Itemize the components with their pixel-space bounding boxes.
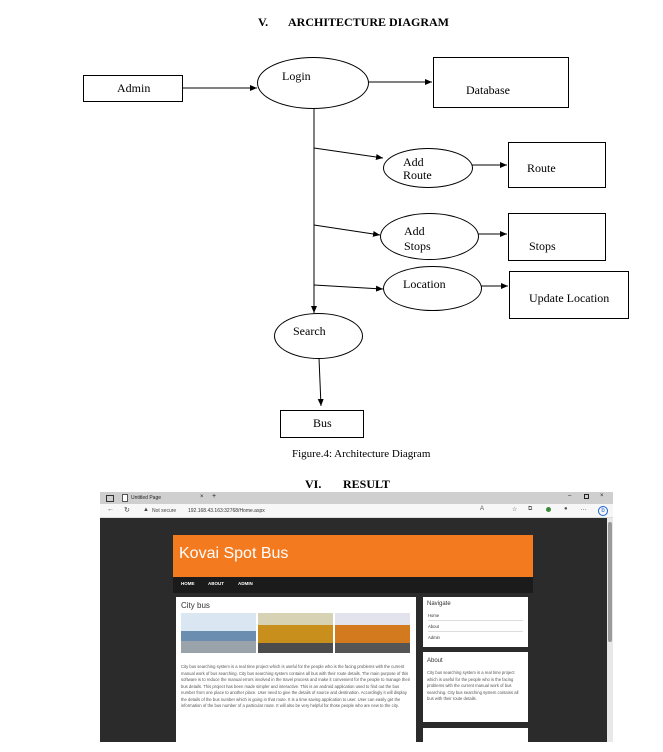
search-oval: Search [274, 313, 363, 359]
add-route-label-1: Add [403, 155, 424, 169]
refresh-icon[interactable]: ↻ [124, 507, 130, 514]
minimize-icon[interactable]: – [568, 493, 572, 499]
close-window-icon[interactable]: × [600, 493, 604, 499]
back-icon[interactable]: ← [107, 506, 114, 513]
about-heading: About [427, 658, 443, 664]
section-six-number: VI. [305, 477, 322, 491]
update-location-box: Update Location [509, 271, 629, 319]
route-box: Route [508, 142, 606, 188]
stops-box: Stops [508, 213, 606, 261]
section-six-title: RESULT [343, 477, 390, 491]
location-oval: Location [383, 266, 482, 311]
update-location-label: Update Location [529, 291, 610, 305]
read-aloud-icon[interactable]: A [480, 506, 485, 512]
page-icon [122, 494, 128, 502]
browser-tab-bar: Untitled Page × + – × [100, 492, 613, 504]
bing-icon[interactable]: b [598, 506, 608, 516]
main-heading: City bus [181, 601, 210, 610]
nav-home[interactable]: HOME [181, 581, 195, 586]
address-bar: ← ↻ ▲ Not secure 192.168.43.163:32768/Ho… [100, 504, 613, 518]
arrow-to-location [313, 284, 384, 292]
admin-label: Admin [117, 81, 151, 95]
nav-about[interactable]: ABOUT [208, 581, 224, 586]
navigate-link-admin[interactable]: Admin [428, 635, 440, 640]
site-title: Kovai Spot Bus [179, 545, 289, 562]
main-content: City bus City bus searching system is a … [176, 597, 416, 742]
add-route-oval: Add Route [383, 148, 473, 188]
navigate-panel: Navigate Home About Admin [423, 597, 528, 647]
bus-photo-3 [335, 613, 410, 653]
main-description: City bus searching system is a real time… [181, 664, 411, 708]
add-stops-label-2: Stops [404, 239, 431, 253]
add-stops-oval: Add Stops [380, 213, 479, 260]
arrow-search-bus [317, 357, 324, 407]
collections-icon[interactable]: ⧉ [528, 506, 533, 512]
arrow-to-add-stops [313, 224, 381, 237]
site-header: Kovai Spot Bus [173, 535, 533, 577]
admin-box: Admin [83, 75, 183, 102]
new-tab-icon[interactable]: + [212, 493, 217, 500]
section-five-number: V. [258, 15, 269, 29]
navigate-link-about[interactable]: About [428, 624, 523, 632]
login-label: Login [282, 69, 311, 83]
more-menu-icon[interactable]: … [580, 505, 587, 512]
location-label: Location [403, 277, 446, 291]
arrow-to-add-route [313, 147, 384, 160]
navigate-link-home[interactable]: Home [428, 613, 523, 621]
stops-label: Stops [529, 239, 556, 253]
figure-caption: Figure.4: Architecture Diagram [292, 448, 431, 460]
route-label: Route [527, 161, 556, 175]
profile-icon[interactable]: ● [564, 506, 568, 512]
login-oval: Login [257, 57, 369, 109]
site-nav: HOME ABOUT ADMIN [173, 577, 533, 593]
maximize-icon[interactable] [584, 494, 589, 499]
bus-photo-2 [258, 613, 333, 653]
add-route-label-2: Route [403, 168, 432, 182]
browser-tab-title[interactable]: Untitled Page [131, 495, 162, 501]
add-stops-label-1: Add [404, 224, 425, 238]
nav-admin[interactable]: ADMIN [238, 581, 253, 586]
close-tab-icon[interactable]: × [200, 494, 204, 500]
tab-actions-icon[interactable] [106, 495, 114, 502]
navigate-heading: Navigate [427, 601, 451, 607]
url-field[interactable]: 192.168.43.163:32768/Home.aspx [188, 508, 265, 514]
warning-icon: ▲ [143, 507, 149, 513]
bus-box: Bus [280, 410, 364, 438]
section-five-title: ARCHITECTURE DIAGRAM [288, 15, 450, 29]
bus-photo-1 [181, 613, 256, 653]
result-screenshot: Untitled Page × + – × ← ↻ ▲ Not secure 1… [100, 492, 613, 742]
bus-label: Bus [313, 416, 332, 430]
about-text: City bus searching system is a real time… [427, 670, 519, 701]
not-secure-label[interactable]: Not secure [152, 508, 177, 514]
search-label: Search [293, 324, 326, 338]
search-panel [423, 728, 528, 742]
database-label: Database [466, 83, 510, 97]
extension-icon[interactable] [546, 507, 551, 512]
database-box: Database [433, 57, 569, 108]
page-scrollbar[interactable] [607, 518, 613, 742]
favorite-icon[interactable]: ☆ [512, 507, 518, 513]
about-panel: About City bus searching system is a rea… [423, 652, 528, 722]
